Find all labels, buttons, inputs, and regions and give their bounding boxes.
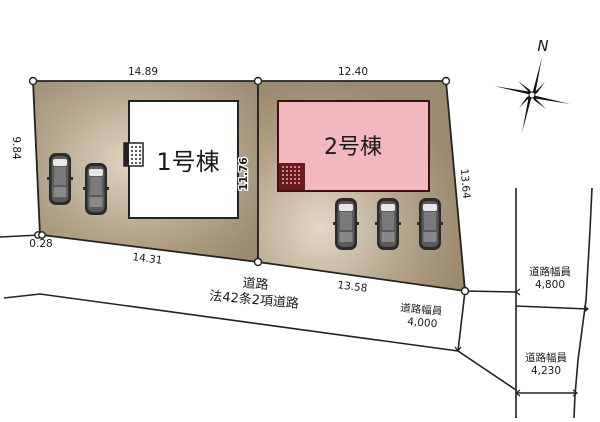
dim-lot1-left: 9.84 [10, 136, 22, 160]
dim-lot2-right: 13.64 [458, 168, 473, 199]
compass-icon: N [494, 37, 570, 133]
road-width-2-label: 道路幅員 [529, 265, 571, 278]
road-type: 法42条2項道路 [209, 288, 300, 312]
entrance-icon-2 [279, 163, 305, 190]
car-icon [47, 153, 73, 205]
road-width-1: 道路幅員 4,000 [400, 301, 443, 330]
road-width-2: 道路幅員 4,800 [529, 265, 571, 291]
building-1-label: 1号棟 [156, 148, 219, 176]
compass-north-label: N [537, 37, 548, 55]
dim-lot1-bottom: 14.31 [132, 251, 163, 267]
road-width-2-value: 4,800 [535, 279, 565, 291]
road-width-3-value: 4,230 [531, 365, 561, 377]
road-width-1-label: 道路幅員 [400, 301, 443, 318]
entrance-icon-1 [123, 142, 144, 167]
dimension-arrows [454, 288, 589, 397]
parking-lot-2 [333, 198, 443, 250]
car-icon [375, 198, 401, 250]
road-width-3-label: 道路幅員 [525, 351, 567, 364]
dim-lot1-corner: 0.28 [29, 238, 52, 250]
dim-lot1-top: 14.89 [128, 66, 158, 78]
car-icon [83, 163, 109, 215]
building-2-label: 2号棟 [324, 135, 382, 160]
road-title: 道路 [242, 275, 269, 293]
dim-lot2-top: 12.40 [338, 66, 368, 78]
car-icon [417, 198, 443, 250]
dim-lot2-bottom: 13.58 [337, 279, 368, 295]
boundary-markers [28, 76, 470, 296]
road-width-1-value: 4,000 [407, 316, 438, 331]
road-width-3: 道路幅員 4,230 [525, 351, 567, 377]
dim-shared: 11.76 [238, 157, 250, 190]
car-icon [333, 198, 359, 250]
